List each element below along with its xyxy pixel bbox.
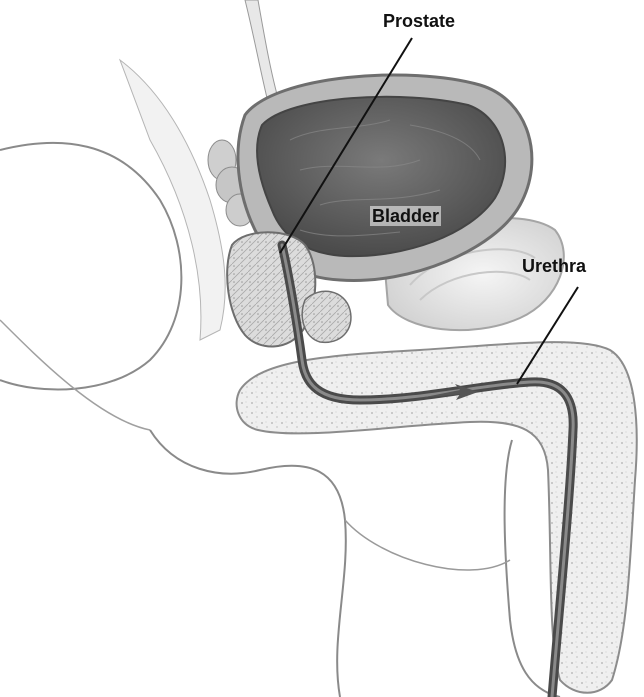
lower-gland [302,291,351,342]
body-outline [0,143,181,390]
tissue-sheet [120,60,225,340]
scrotum-outline [345,520,510,570]
bladder-label: Bladder [370,206,441,226]
urethra-label: Urethra [522,257,586,275]
body-outline-lower [150,430,346,697]
prostate-label: Prostate [383,12,455,30]
